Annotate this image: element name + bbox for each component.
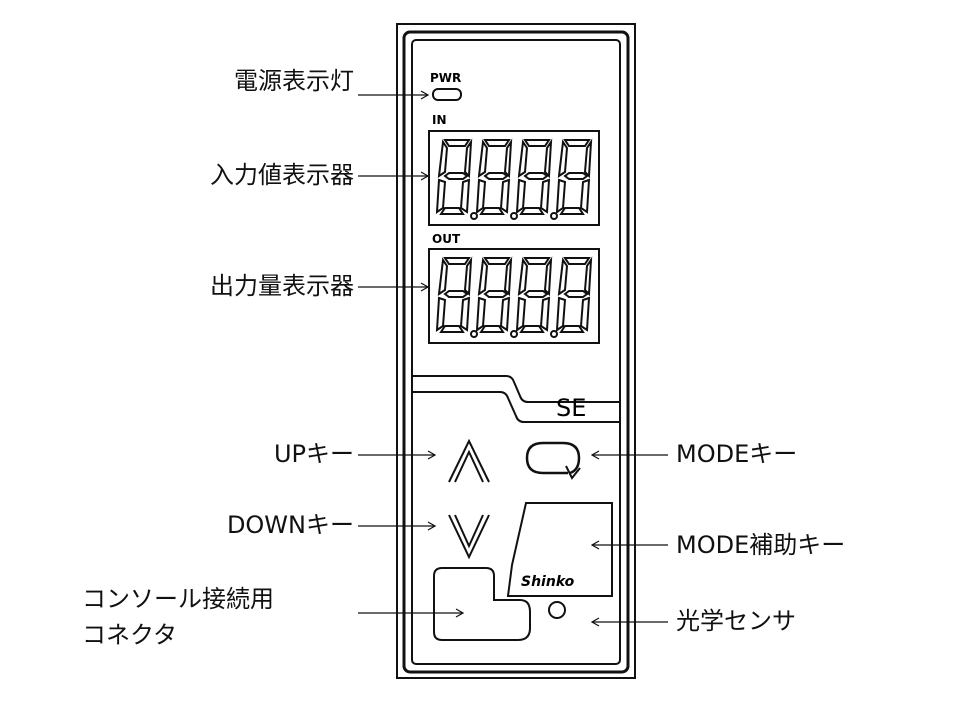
up-key[interactable]	[448, 438, 490, 483]
leader-lines	[358, 90, 668, 627]
arrow-mode-aux-key	[590, 540, 600, 550]
output-dp-2	[510, 330, 518, 338]
output-dp-1	[470, 330, 478, 338]
input-digit-4	[556, 139, 592, 215]
arrow-down-key	[427, 521, 437, 531]
output-digit-3	[516, 257, 552, 333]
arrow-mode-key	[590, 450, 600, 460]
label-power-lamp: 電源表示灯	[234, 67, 354, 95]
out-label: OUT	[432, 232, 461, 246]
input-digit-2	[476, 139, 512, 215]
label-input-display: 入力値表示器	[210, 161, 354, 189]
arrow-up-key	[427, 450, 437, 460]
input-display-digits	[436, 139, 592, 220]
mode-aux-key[interactable]	[506, 502, 613, 597]
label-up-key: UPキー	[273, 440, 354, 468]
console-connector[interactable]	[433, 567, 531, 641]
input-digit-1	[436, 139, 472, 215]
label-down-key: DOWNキー	[226, 511, 354, 539]
input-digit-3	[516, 139, 552, 215]
output-digit-4	[556, 257, 592, 333]
brand-logo: Shinko	[521, 574, 575, 590]
arrow-console-connector	[455, 608, 465, 618]
label-console-connector-line2: コネクタ	[82, 621, 178, 649]
label-mode-aux-key: MODE補助キー	[676, 531, 846, 559]
upper-divider	[412, 375, 620, 403]
panel-face	[411, 39, 621, 665]
optical-sensor	[548, 601, 566, 619]
label-output-display: 出力量表示器	[210, 272, 354, 300]
arrow-optical-sensor	[590, 617, 600, 627]
input-dp-1	[470, 212, 478, 220]
output-display	[428, 248, 600, 344]
model-label: SE	[556, 394, 586, 422]
output-digit-1	[436, 257, 472, 333]
label-console-connector-line1: コンソール接続用	[82, 585, 274, 613]
input-dp-2	[510, 212, 518, 220]
down-key[interactable]	[448, 514, 490, 560]
arrow-output-display	[420, 282, 430, 292]
output-display-digits	[436, 257, 592, 338]
pwr-label: PWR	[430, 71, 461, 85]
input-display	[428, 130, 600, 226]
input-dp-3	[550, 212, 558, 220]
arrow-power-lamp	[420, 90, 430, 100]
in-label: IN	[432, 113, 447, 127]
lower-divider	[412, 391, 620, 423]
mode-key[interactable]	[525, 441, 581, 480]
label-mode-key: MODEキー	[676, 440, 798, 468]
label-optical-sensor: 光学センサ	[676, 607, 796, 635]
power-lamp	[432, 88, 462, 101]
housing-outer	[396, 23, 636, 679]
housing-inner	[402, 30, 630, 674]
output-dp-3	[550, 330, 558, 338]
output-digit-2	[476, 257, 512, 333]
arrow-input-display	[420, 171, 430, 181]
